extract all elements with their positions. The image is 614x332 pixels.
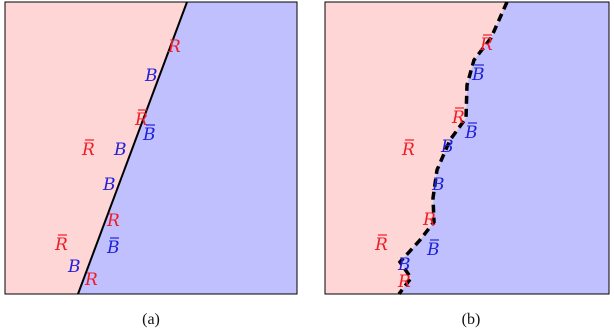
label-text: B — [431, 175, 445, 195]
panel-b-label-r: R — [422, 210, 436, 230]
panel-a-boundary — [77, 1, 188, 295]
label-text: R — [167, 37, 181, 57]
label-text: R — [84, 270, 98, 290]
panel-b-label-b: B — [431, 175, 445, 195]
panel-b-label-r-bar: R — [451, 107, 465, 128]
label-text: B — [142, 125, 156, 145]
label-text: B — [106, 238, 120, 258]
label-text: B — [67, 257, 81, 277]
panel-b-label-b: B — [440, 137, 454, 157]
panel-b-label-b: B — [397, 255, 411, 275]
panel-a-label-r-bar: R — [134, 109, 148, 130]
label-text: R — [134, 110, 148, 130]
panel-a-label-b: B — [102, 175, 116, 195]
label-text: R — [81, 140, 95, 160]
panel-b-label-r-bar: R — [479, 34, 493, 55]
panel-a-label-r: R — [84, 270, 98, 290]
label-text: B — [426, 240, 440, 260]
label-text: B — [471, 65, 485, 85]
panel-b-label-b-bar: B — [471, 64, 485, 85]
panel-b-label-b-bar: B — [426, 239, 440, 260]
panel-a-label-b-bar: B — [106, 237, 120, 258]
label-text: R — [422, 210, 436, 230]
label-text: R — [397, 272, 411, 292]
panel-a-label-b-bar: B — [142, 124, 156, 145]
panel-a-label-r: R — [167, 37, 181, 57]
panel-a-label-b: B — [113, 140, 127, 160]
panel-a-label-b: B — [144, 66, 158, 86]
panel-b-label-r-bar: R — [374, 234, 388, 255]
panel-a-blue-region — [78, 2, 297, 294]
panel-a-caption: (a) — [142, 311, 160, 328]
label-text: B — [113, 140, 127, 160]
label-text: R — [479, 35, 493, 55]
label-text: B — [397, 255, 411, 275]
label-text: B — [144, 66, 158, 86]
panel-a-label-r-bar: R — [54, 234, 68, 255]
panel-b-frame — [324, 1, 610, 295]
panel-a-label-b: B — [67, 257, 81, 277]
panel-b-label-b-bar: B — [464, 122, 478, 143]
panel-b-caption: (b) — [462, 311, 481, 328]
panel-b-boundary — [397, 1, 509, 296]
label-text: R — [374, 235, 388, 255]
panel-b-blue-region — [399, 2, 609, 294]
panel-b-label-r: R — [397, 272, 411, 292]
label-text: B — [440, 137, 454, 157]
panel-a-label-r-bar: R — [81, 139, 95, 160]
label-text: R — [451, 108, 465, 128]
label-text: R — [54, 235, 68, 255]
panel-b-label-r-bar: R — [401, 139, 415, 160]
label-text: R — [106, 211, 120, 231]
label-text: B — [102, 175, 116, 195]
panel-a-frame — [4, 1, 298, 295]
panel-a-label-r: R — [106, 211, 120, 231]
label-text: B — [464, 123, 478, 143]
label-text: R — [401, 140, 415, 160]
